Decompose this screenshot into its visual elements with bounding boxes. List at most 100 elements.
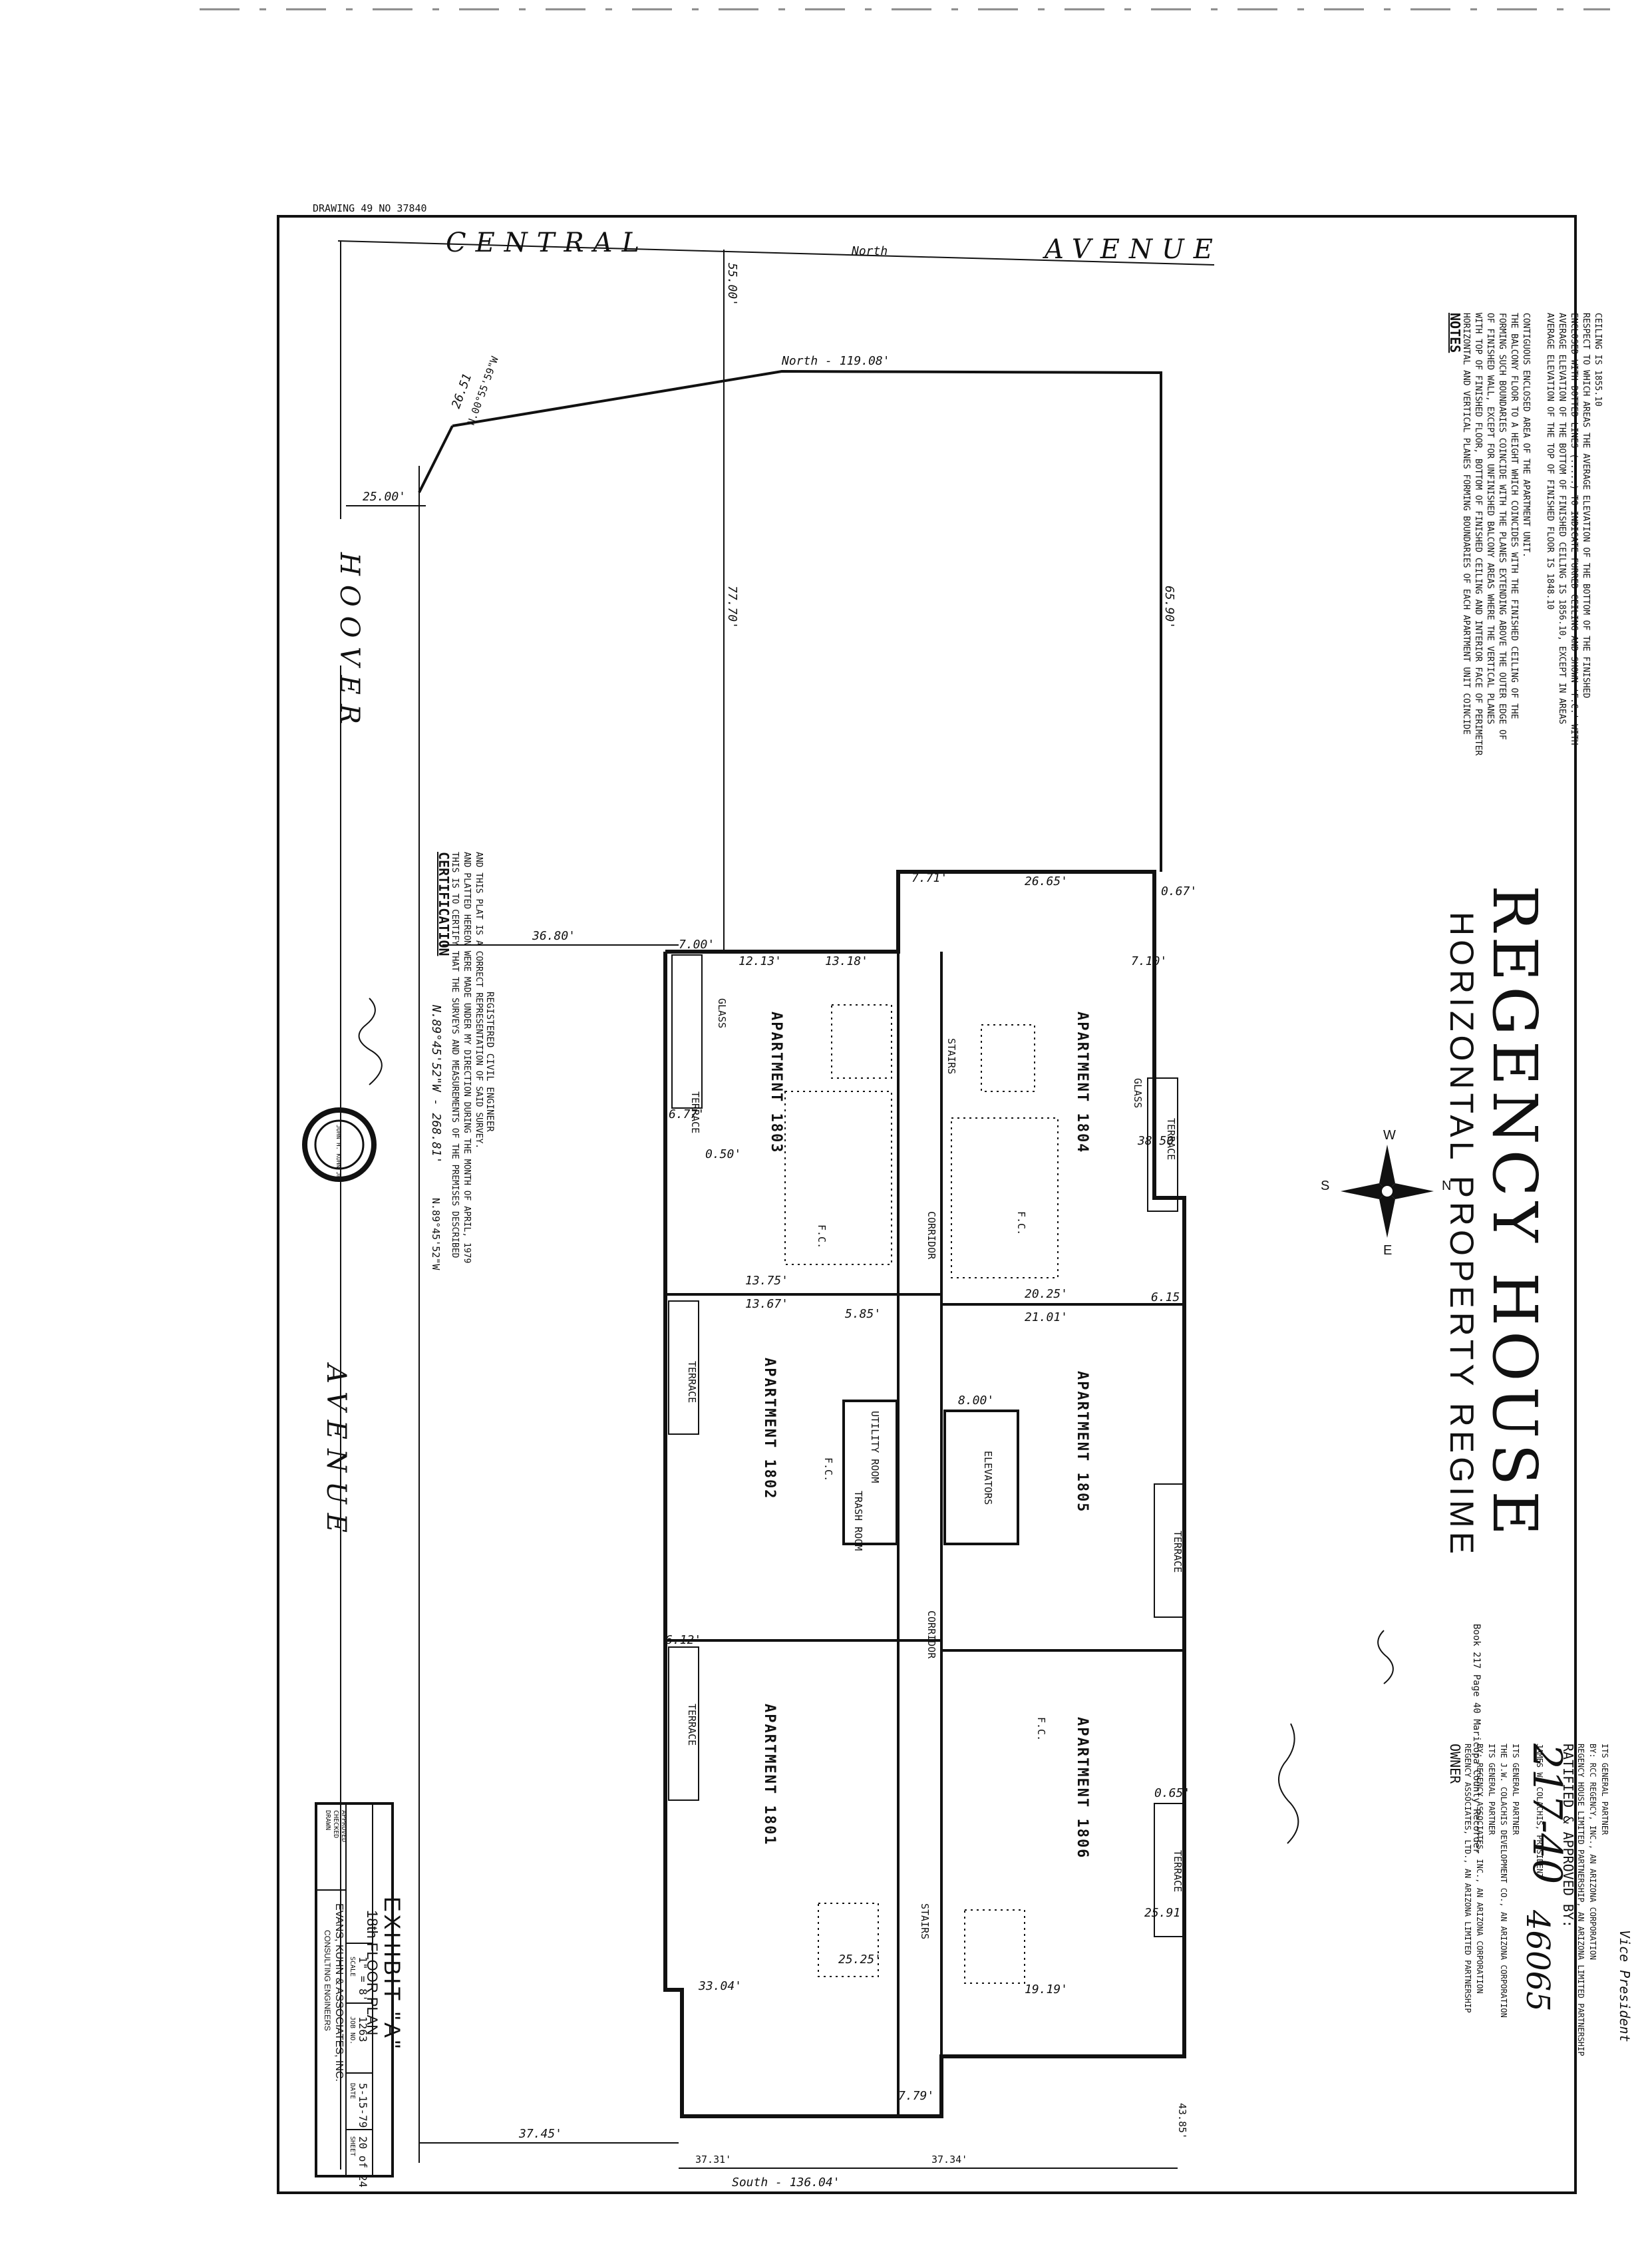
dim-2500: 25.00' [363, 490, 406, 504]
owner-line: ITS GENERAL PARTNER [1511, 1744, 1520, 1835]
dim-label: 33.04' [698, 1979, 742, 1993]
scale-value: 1" = 8' [357, 1957, 369, 2001]
terrace-1802 [668, 1300, 699, 1435]
signer-title: Vice President [1617, 1930, 1633, 2042]
dim-label: 25.25' [838, 1953, 882, 1967]
owner-heading: OWNER [1447, 1744, 1463, 1784]
file-number-2: 46065 [1519, 1909, 1556, 2012]
stairs-label: STAIRS [945, 1038, 957, 1074]
terrace-label: TERRACE [686, 1704, 698, 1746]
file-number: 217-40 [1524, 1743, 1570, 1884]
dim-label: 7.00' [679, 938, 715, 952]
exhibit-label: EXHIBIT "A" [379, 1897, 405, 2051]
notes-line: OF FINISHED WALL, EXCEPT FOR UNFINISHED … [1485, 313, 1495, 724]
sign-president: JAMES W. COLACHIS, PRESIDENT [1535, 1744, 1544, 1878]
ratified-line: BY: RCC REGENCY, INC., AN ARIZONA CORPOR… [1588, 1744, 1597, 1960]
dim-4385: 43.85' [1176, 2103, 1188, 2139]
dim-label: 21.01' [1025, 1310, 1068, 1324]
owner-line: ITS GENERAL PARTNER [1487, 1744, 1496, 1835]
property-corner-chamfer [418, 425, 454, 493]
notes-line: THE BALCONY FLOOR TO A HEIGHT WHICH COIN… [1509, 313, 1519, 719]
dim-label: 5.85' [845, 1307, 881, 1321]
seal-text: JOHN H. KUHN JR. [335, 1125, 341, 1183]
dim-6590: 65.90' [1162, 586, 1176, 629]
dim-label: 6.77' [669, 1107, 705, 1121]
street-central: CENTRAL [446, 228, 649, 258]
elevators-label: ELEVATORS [982, 1451, 994, 1505]
trash-label: TRASH ROOM [852, 1491, 864, 1551]
ratified-line: ITS GENERAL PARTNER [1600, 1744, 1609, 1835]
firm-name: EVANS, KUHN & ASSOCIATES, INC. [333, 1903, 345, 2082]
dim-label: 25.91' [1144, 1906, 1188, 1920]
signature-scribble [1377, 1630, 1394, 1684]
terrace-1804 [1147, 1077, 1178, 1212]
dim-label: 12.13' [739, 954, 782, 968]
stairs-label: STAIRS [919, 1903, 931, 1939]
owner-line: BY: REGENCY ASSOCIATES, INC., AN ARIZONA… [1475, 1744, 1484, 1994]
apartment-1801: APARTMENT 1801 [761, 1704, 778, 1845]
terrace-1806 [1154, 1803, 1185, 1937]
dim-label: 6.12' [665, 1633, 701, 1647]
approved-label: APPROVED [340, 1810, 347, 1842]
dim-3731: 37.31' [695, 2154, 731, 2166]
fc-area [981, 1024, 1035, 1092]
ratified-line: REGENCY HOUSE LIMITED PARTNERSHIP, AN AR… [1576, 1744, 1585, 2056]
dim-label: 0.67' [1161, 884, 1197, 898]
compass-e: E [1383, 1243, 1392, 1258]
dim-label: 7.71' [911, 871, 947, 885]
elevator-core [943, 1410, 1019, 1545]
compass-n: N [1442, 1179, 1451, 1193]
drawn-label: DRAWN [324, 1810, 331, 1830]
terrace-label: TERRACE [686, 1361, 698, 1403]
dim-label: 8.00' [958, 1394, 994, 1408]
notes-line: CONTIGUOUS ENCLOSED AREA OF THE APARTMEN… [1521, 313, 1531, 558]
glass-label: GLASS [716, 998, 728, 1028]
street-hoover: HOOVER [334, 552, 365, 733]
floor-plan-label: 18th FLOOR PLAN [364, 1910, 381, 2035]
building-outline [663, 870, 1186, 2118]
compass-s: S [1321, 1179, 1329, 1193]
compass-w: W [1383, 1128, 1396, 1143]
job-label: JOB NO. [349, 2016, 356, 2044]
property-north-boundary [452, 369, 1162, 872]
cert-signer-role: REGISTERED CIVIL ENGINEER [484, 992, 495, 1132]
street-hoover-avenue: AVENUE [321, 1362, 351, 1542]
certification-block: CERTIFICATION THIS IS TO CERTIFY THAT TH… [436, 852, 495, 1263]
notes-line: AVERAGE ELEVATION OF THE BOTTOM OF FINIS… [1557, 313, 1567, 724]
dim-3734: 37.34' [931, 2154, 967, 2166]
sheet-value: 20 of 24 [357, 2136, 369, 2187]
notes-block: NOTES HORIZONTAL AND VERTICAL PLANES FOR… [1447, 313, 1603, 755]
engineer-seal: JOHN H. KUHN JR. [302, 1107, 377, 1183]
date-label: DATE [349, 2083, 356, 2099]
notes-line: FORMING SUCH BOUNDARIES COINCIDE WITH TH… [1497, 313, 1507, 740]
dim-bearing-west2: N.89°45'52"W [430, 1198, 442, 1270]
apartment-1805: APARTMENT 1805 [1074, 1371, 1090, 1513]
owner-line: THE J.W. COLACHIS DEVELOPMENT CO., AN AR… [1499, 1744, 1508, 2018]
dim-2651-bearing: N.00°55'59"W [465, 354, 501, 427]
utility-trash-core [842, 1400, 898, 1545]
terrace-label: TERRACE [1172, 1531, 1184, 1573]
notes-line: ENCLOSED WITH DOTTED LINES (.....) TO IN… [1569, 313, 1579, 745]
job-value: 1263 [357, 2016, 369, 2042]
notes-heading: NOTES [1447, 313, 1463, 353]
fc-label: F.C. [822, 1457, 834, 1481]
dim-3745: 37.45' [518, 2127, 562, 2141]
title-main: REGENCY HOUSE [1479, 885, 1550, 1541]
dim-label: 0.50' [705, 1147, 741, 1161]
terrace-1801 [668, 1646, 699, 1801]
firm-sub: CONSULTING ENGINEERS [323, 1930, 332, 2031]
compass-rose: N E S W [1321, 1128, 1451, 1258]
signature-scribble [1278, 1723, 1299, 1844]
dim-label: 20.25' [1025, 1287, 1068, 1301]
dim-north-line: North - 119.08' [781, 354, 890, 368]
central-avenue-line [337, 240, 1215, 266]
header-code: DRAWING 49 NO 37840 [313, 202, 427, 214]
recorded-stamp: Book 217 Page 40 Maricopa County Recorde… [1471, 1624, 1482, 1854]
terrace-label: TERRACE [1165, 1118, 1177, 1160]
apartment-1804: APARTMENT 1804 [1074, 1012, 1090, 1153]
dim-2651: 26.51 [449, 372, 474, 411]
owner-line: REGENCY ASSOCIATES, LTD., AN ARIZONA LIM… [1463, 1744, 1472, 2013]
cert-line: AND THIS PLAT IS A CORRECT REPRESENTATIO… [474, 852, 484, 1149]
dim-label: 7.79' [898, 2089, 934, 2103]
dim-7770: 77.70' [725, 586, 739, 629]
